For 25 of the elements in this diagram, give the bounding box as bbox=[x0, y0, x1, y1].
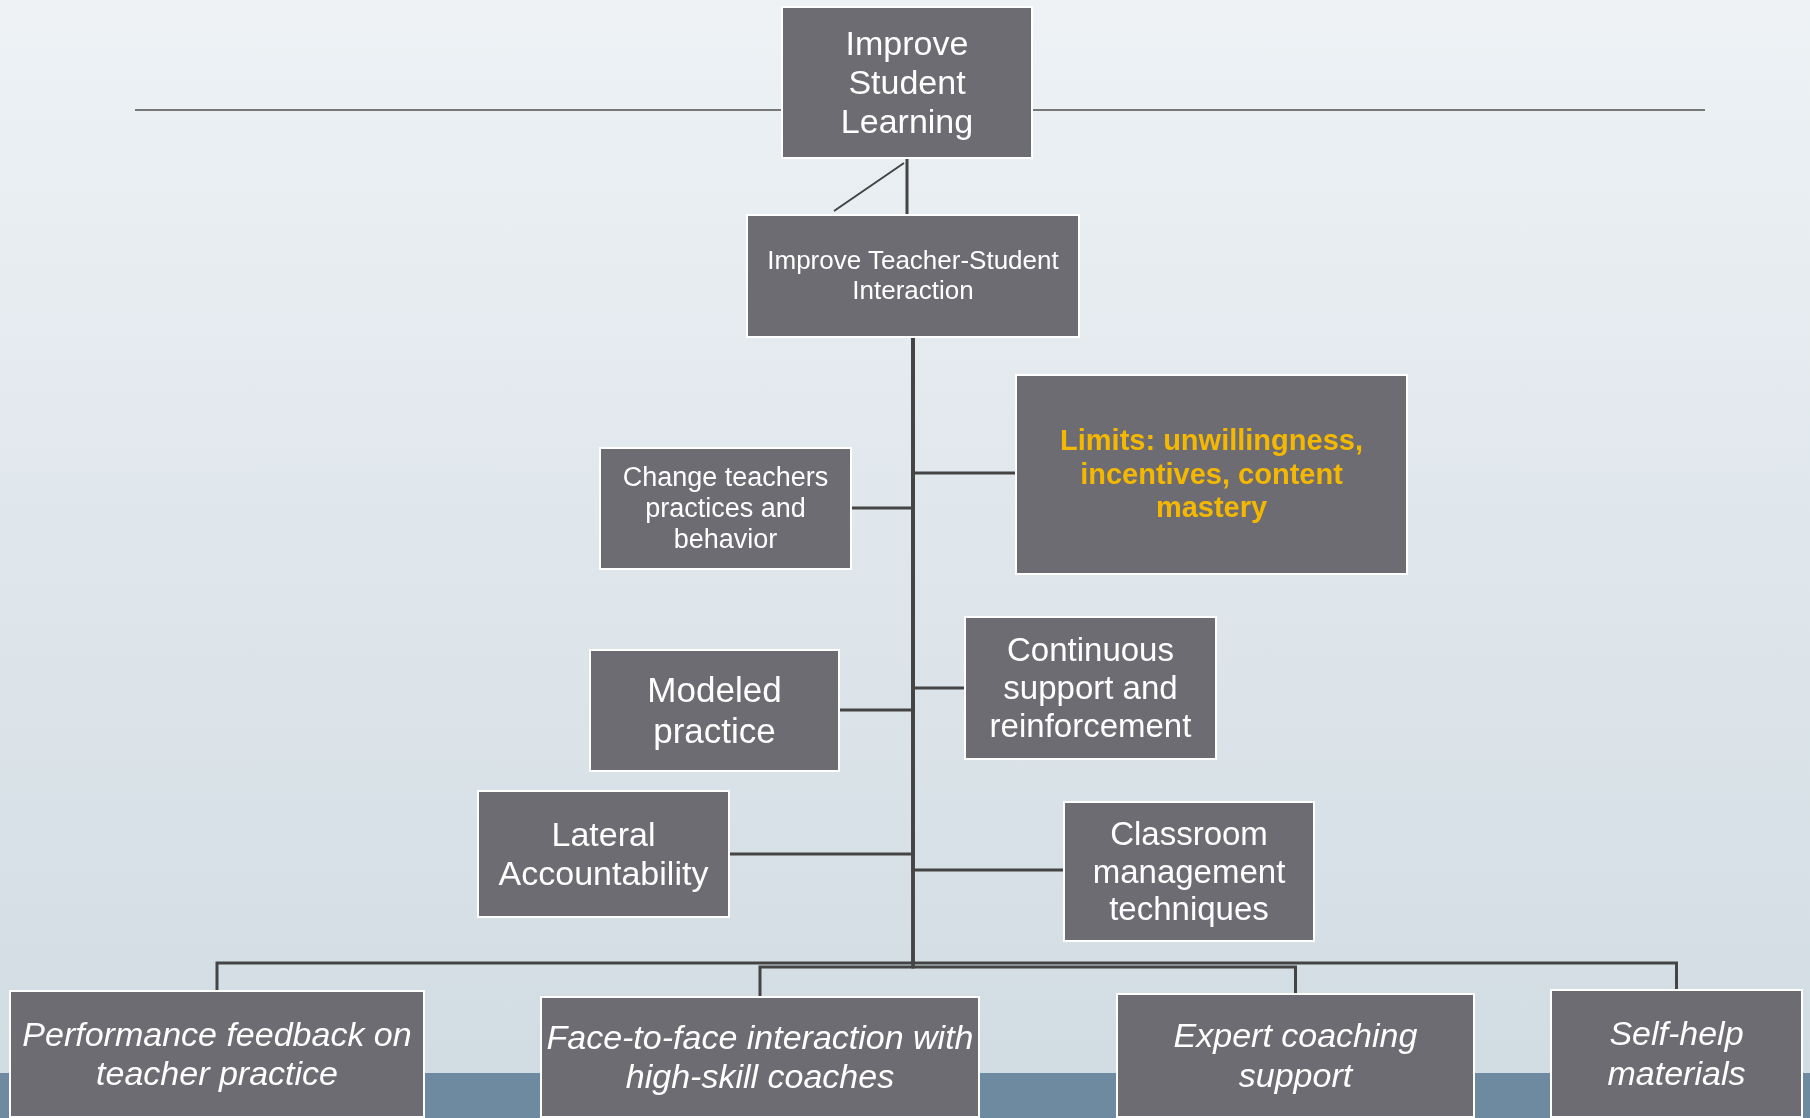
node-text: Improve Student Learning bbox=[839, 23, 975, 142]
text-box bbox=[9, 990, 425, 1118]
text-box bbox=[1116, 993, 1475, 1118]
node-text: Performance feedback on teacher practice bbox=[21, 1014, 413, 1094]
node-text: Change teachers practices and behavior bbox=[621, 461, 830, 556]
node-text: Lateral Accountability bbox=[497, 814, 710, 894]
node-text: Limits: unwillingness, incentives, content mastery bbox=[1059, 424, 1364, 525]
node-text: Face-to-face interaction with high-skill coaches bbox=[546, 1017, 974, 1097]
text-box bbox=[1015, 374, 1408, 575]
node-text: Expert coaching support bbox=[1172, 1016, 1419, 1095]
connector-line bbox=[905, 159, 909, 214]
text-box bbox=[540, 996, 980, 1118]
text-box bbox=[746, 214, 1080, 338]
text-box bbox=[781, 6, 1033, 159]
text-box bbox=[964, 616, 1217, 760]
text-box bbox=[1063, 801, 1315, 942]
node-text: Improve Teacher-Student Interaction bbox=[766, 246, 1060, 306]
node-text: Classroom management techniques bbox=[1091, 814, 1287, 929]
node-text: Self-help materials bbox=[1606, 1014, 1747, 1093]
node-text: Modeled practice bbox=[646, 670, 783, 751]
node-text: Continuous support and reinforcement bbox=[988, 631, 1193, 745]
text-box bbox=[477, 790, 730, 918]
text-box bbox=[1550, 989, 1803, 1118]
text-box bbox=[589, 649, 840, 772]
text-box bbox=[599, 447, 852, 570]
